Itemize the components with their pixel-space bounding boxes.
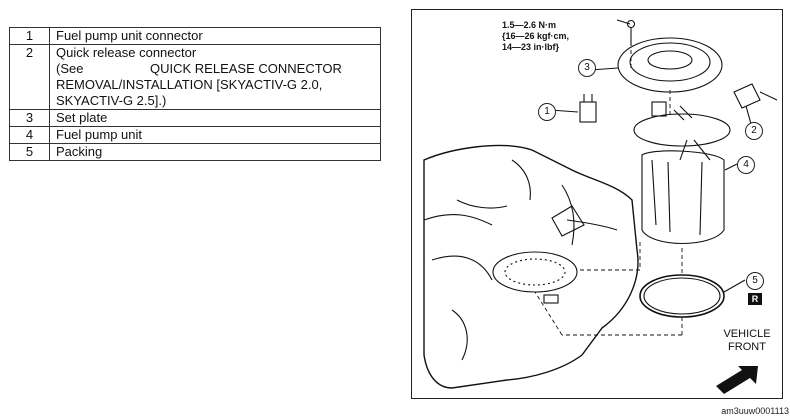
replace-badge: R — [748, 293, 762, 305]
part-reference-line: (See QUICK RELEASE CONNECTOR — [56, 61, 376, 77]
part-number: 1 — [9, 27, 50, 45]
torque-specification: 1.5—2.6 N·m {16—26 kgf·cm, 14—23 in·lbf} — [502, 20, 570, 52]
part-description: Fuel pump unit connector — [49, 27, 381, 45]
fuel-pump-body — [641, 150, 725, 244]
callout-5: 5 — [746, 272, 764, 290]
fuel-tank — [423, 144, 639, 389]
part-description: Quick release connector (See QUICK RELEAS… — [49, 44, 381, 110]
part-description-line: SKYACTIV-G 2.5].) — [56, 93, 167, 108]
callout-1: 1 — [538, 103, 556, 121]
part-number: 5 — [9, 143, 50, 161]
table-row: 3 Set plate — [9, 109, 381, 127]
table-row: 4 Fuel pump unit — [9, 126, 381, 144]
illustration-drawing — [423, 19, 778, 394]
pump-connector — [579, 101, 597, 123]
part-description-line: Quick release connector — [56, 45, 197, 60]
image-code: am3uuw0001113 — [721, 406, 789, 416]
part-description: Set plate — [49, 109, 381, 127]
vehicle-front-arrow-icon — [716, 366, 758, 394]
reference-link[interactable]: QUICK RELEASE CONNECTOR — [150, 61, 342, 76]
see-label: (See — [56, 61, 84, 76]
packing-ring — [639, 274, 725, 318]
callout-4: 4 — [737, 156, 755, 174]
vehicle-front-line: VEHICLE — [723, 328, 771, 340]
part-description: Packing — [49, 143, 381, 161]
table-row: 2 Quick release connector (See QUICK RELE… — [9, 44, 381, 110]
callout-3: 3 — [578, 59, 596, 77]
part-description-line: REMOVAL/INSTALLATION [SKYACTIV-G 2.0, — [56, 77, 323, 92]
part-number: 2 — [9, 44, 50, 110]
part-description: Fuel pump unit — [49, 126, 381, 144]
table-row: 5 Packing — [9, 143, 381, 161]
set-plate — [617, 37, 723, 93]
callout-2: 2 — [745, 122, 763, 140]
tank-pump-opening — [492, 251, 578, 293]
pump-flange — [633, 113, 731, 147]
exploded-view-illustration: 1.5—2.6 N·m {16—26 kgf·cm, 14—23 in·lbf}… — [411, 9, 783, 399]
table-row: 1 Fuel pump unit connector — [9, 27, 381, 45]
vehicle-front-line: FRONT — [728, 341, 766, 353]
quick-release-connector — [733, 83, 761, 109]
part-number: 4 — [9, 126, 50, 144]
parts-table: 1 Fuel pump unit connector 2 Quick relea… — [9, 27, 381, 161]
part-number: 3 — [9, 109, 50, 127]
vehicle-front-label: VEHICLE FRONT — [714, 328, 780, 354]
